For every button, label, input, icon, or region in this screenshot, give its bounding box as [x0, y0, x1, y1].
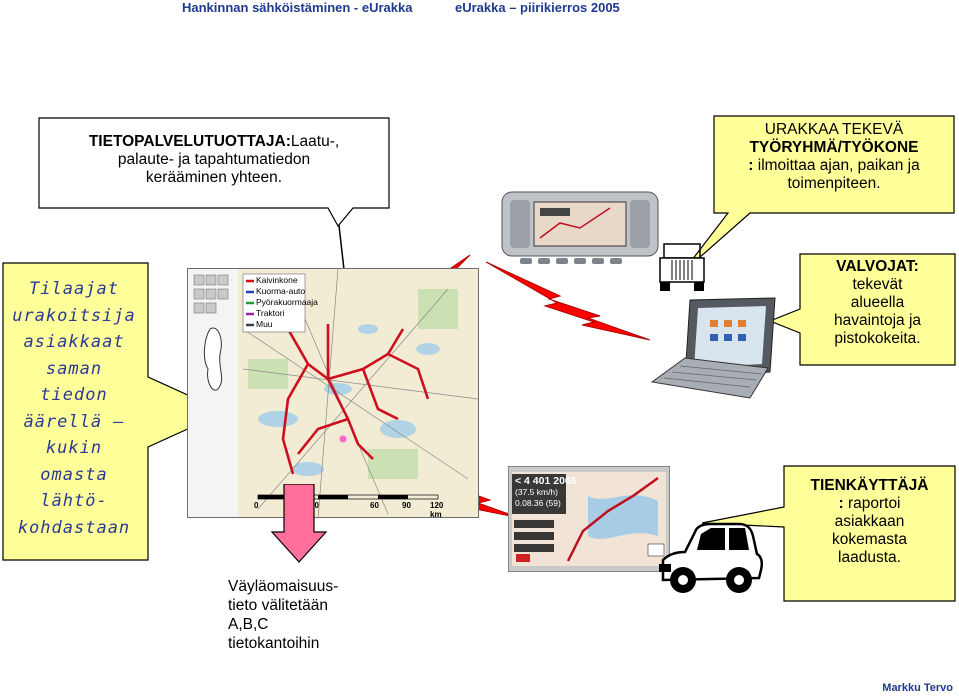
map-scale-label: 120 km [430, 501, 454, 518]
car-icon [655, 514, 765, 604]
tienkayttaja-line5: laadusta. [784, 549, 955, 567]
footer-author: Markku Tervo [882, 682, 953, 694]
communicator-device-image [650, 290, 780, 400]
tilaajat-line-3: saman [0, 356, 148, 383]
urakkaa-line2: TYÖRYHMÄ/TYÖKONE [714, 139, 954, 157]
navigator-readout: < 4 401 2066 (37.5 km/h) 0.08.36 (59) [515, 476, 577, 509]
map-screenshot: Kaivinkone Kuorma-auto Pyörakuormaaja Tr… [187, 268, 479, 518]
map-graphic [188, 269, 479, 518]
vaylaomaisuus-line2: tieto välitetään [228, 596, 338, 615]
tilaajat-line-0: Tilaajat [0, 276, 148, 303]
map-legend-item: Traktori [256, 308, 318, 319]
tilaajat-line-2: asiakkaat [0, 329, 148, 356]
navigator-speed: (37.5 km/h) [515, 487, 577, 498]
map-scale-label: 0 [254, 501, 258, 510]
tienkayttaja-line4: kokemasta [784, 531, 955, 549]
tietopalvelu-line3: kerääminen yhteen. [38, 169, 390, 187]
callout-tietopalvelu: TIETOPALVELUTUOTTAJA:Laatu-, palaute- ja… [38, 117, 390, 227]
tietopalvelu-line1: Laatu-, [291, 133, 339, 150]
map-legend-item: Kaivinkone [256, 275, 318, 286]
valvojat-line3: alueella [800, 294, 955, 312]
tilaajat-line-9: kohdastaan [0, 515, 148, 542]
valvojat-line5: pistokokeita. [800, 330, 955, 348]
vaylaomaisuus-line4: tietokantoihin [228, 634, 338, 653]
vaylaomaisuus-line3: A,B,C [228, 615, 338, 634]
tienkayttaja-line2: raportoi [844, 495, 901, 512]
map-scale-label: 90 [402, 501, 411, 510]
navigator-distance: < 4 401 2066 [515, 476, 577, 487]
tilaajat-line-7: omasta [0, 462, 148, 489]
navigator-line3: 0.08.36 (59) [515, 498, 577, 509]
valvojat-line2: tekevät [800, 276, 955, 294]
tilaajat-line-5: äärellä – [0, 409, 148, 436]
tilaajat-line-1: urakoitsija [0, 303, 148, 330]
down-arrow-icon [270, 484, 330, 564]
tienkayttaja-line3: asiakkaan [784, 513, 955, 531]
map-scale-label: 60 [370, 501, 379, 510]
map-legend-item: Kuorma-auto [256, 286, 318, 297]
map-legend-item: Muu [256, 319, 318, 330]
urakkaa-line1: URAKKAA TEKEVÄ [714, 121, 954, 139]
navigator-screen: < 4 401 2066 (37.5 km/h) 0.08.36 (59) [508, 466, 670, 572]
urakkaa-line4: toimenpiteen. [714, 175, 954, 193]
map-legend: Kaivinkone Kuorma-auto Pyörakuormaaja Tr… [256, 275, 318, 330]
tietopalvelu-line2: palaute- ja tapahtumatiedon [38, 151, 390, 169]
valvojat-line4: havaintoja ja [800, 312, 955, 330]
vaylaomaisuus-line1: Väyläomaisuus- [228, 577, 338, 596]
tienkayttaja-label: TIENKÄYTTÄJÄ [784, 477, 955, 495]
urakkaa-line3: ilmoittaa ajan, paikan ja [753, 157, 919, 174]
vaylaomaisuus-text: Väyläomaisuus- tieto välitetään A,B,C ti… [228, 577, 338, 653]
tilaajat-line-4: tiedon [0, 382, 148, 409]
map-legend-item: Pyörakuormaaja [256, 297, 318, 308]
valvojat-label: VALVOJAT: [800, 258, 955, 276]
vehicle-computer-image [500, 188, 660, 270]
callout-valvojat: VALVOJAT: tekevät alueella havaintoja ja… [760, 253, 956, 378]
tilaajat-line-6: kukin [0, 435, 148, 462]
tilaajat-line-8: lähtö- [0, 488, 148, 515]
truck-icon [656, 242, 708, 292]
tietopalvelu-label: TIETOPALVELUTUOTTAJA: [89, 133, 291, 150]
